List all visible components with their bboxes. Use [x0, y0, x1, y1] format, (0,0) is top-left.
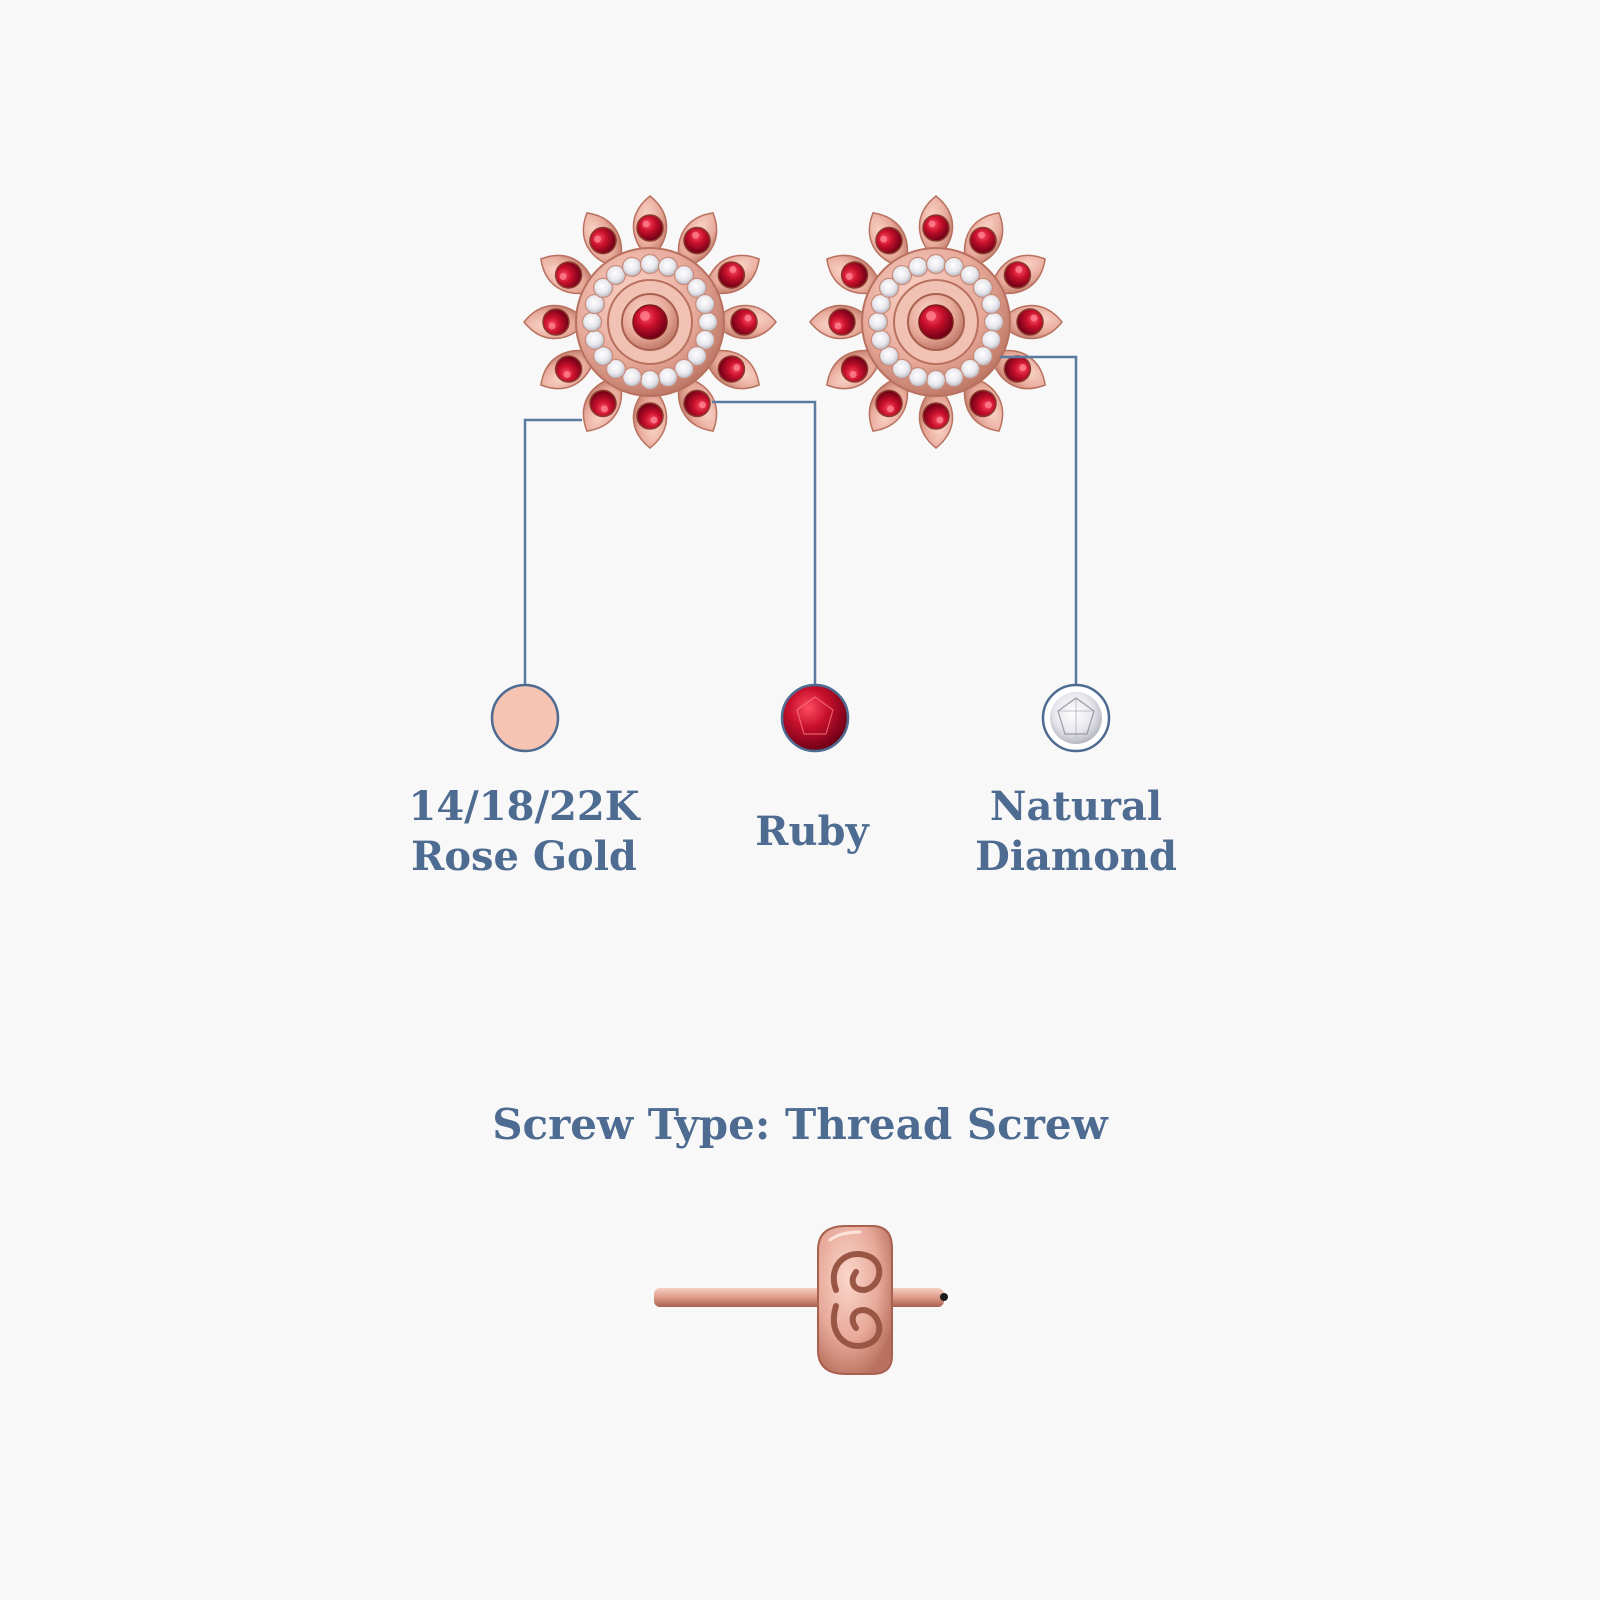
diamond-stone [657, 367, 679, 388]
diamond-stone [891, 264, 913, 286]
petal [918, 382, 954, 449]
diamond-stone [673, 358, 695, 380]
petal [826, 349, 884, 390]
diamond-stone [639, 369, 661, 391]
screw-type-label: Screw Type: Thread Screw [492, 1100, 1108, 1149]
center-ruby [918, 304, 954, 340]
petal [677, 374, 718, 432]
diamond-stone [639, 253, 661, 275]
petal [582, 374, 623, 432]
diamond-stone [657, 256, 679, 277]
earring-stud-icon [523, 195, 777, 449]
gold-leader-line [523, 418, 582, 685]
diamond-stone [891, 358, 913, 380]
diamond-stone [686, 277, 708, 299]
petal [963, 212, 1004, 270]
petal [809, 304, 876, 340]
diamond-stone [878, 277, 900, 299]
diamond-stone [878, 345, 900, 367]
petal [868, 212, 909, 270]
rose-gold-name-text: Rose Gold [411, 833, 637, 880]
diamond-stone [581, 311, 603, 333]
diamond-stone [943, 256, 965, 277]
diamond-stone [695, 329, 716, 351]
diamond-stone [592, 345, 614, 367]
diamond-stone [907, 367, 929, 388]
earring-stud-icon [809, 195, 1063, 449]
petal [702, 254, 760, 295]
diamond-stone [925, 253, 947, 275]
center-ruby [632, 304, 668, 340]
petal [963, 374, 1004, 432]
ruby-name-text: Ruby [755, 808, 869, 855]
rose-gold-label: 14/18/22K Rose Gold [384, 782, 664, 882]
diamond-stone [605, 358, 627, 380]
ruby-leader-line [712, 400, 817, 685]
diamond-stone [972, 277, 994, 299]
diamond-stone [621, 367, 643, 388]
screw-back-icon [654, 1225, 948, 1375]
diamond-stone [959, 264, 981, 286]
diamond-stone [943, 367, 965, 388]
diamond-stone [673, 264, 695, 286]
petal [677, 212, 718, 270]
diamond-line2-text: Diamond [975, 833, 1177, 880]
diamond-stone [584, 293, 605, 315]
diamond-swatch [1041, 683, 1111, 753]
diamond-stone [981, 329, 1002, 351]
ruby-label: Ruby [712, 807, 912, 857]
petal [540, 349, 598, 390]
diamond-stone [907, 256, 929, 277]
diamond-stone [686, 345, 708, 367]
diamond-line1-text: Natural [989, 783, 1163, 830]
diamond-stone [870, 329, 891, 351]
diamond-stone [972, 345, 994, 367]
rose-gold-swatch [490, 683, 560, 753]
diamond-stone [983, 311, 1005, 333]
rose-gold-karat-text: 14/18/22K [408, 783, 640, 830]
diamond-stone [870, 293, 891, 315]
ruby-swatch [780, 683, 850, 753]
diamond-label: Natural Diamond [936, 782, 1216, 882]
leader-lines [523, 355, 1078, 685]
diamond-stone [697, 311, 719, 333]
petal [988, 254, 1046, 295]
diamond-stone [867, 311, 889, 333]
diamond-leader-line [1000, 355, 1078, 685]
petal [710, 304, 777, 340]
diamond-stone [621, 256, 643, 277]
diamond-stone [695, 293, 716, 315]
diamond-stone [584, 329, 605, 351]
diamond-stone [959, 358, 981, 380]
diamond-stone [605, 264, 627, 286]
petal [582, 212, 623, 270]
diamond-stone [592, 277, 614, 299]
diamond-stone [925, 369, 947, 391]
diamond-stone [981, 293, 1002, 315]
